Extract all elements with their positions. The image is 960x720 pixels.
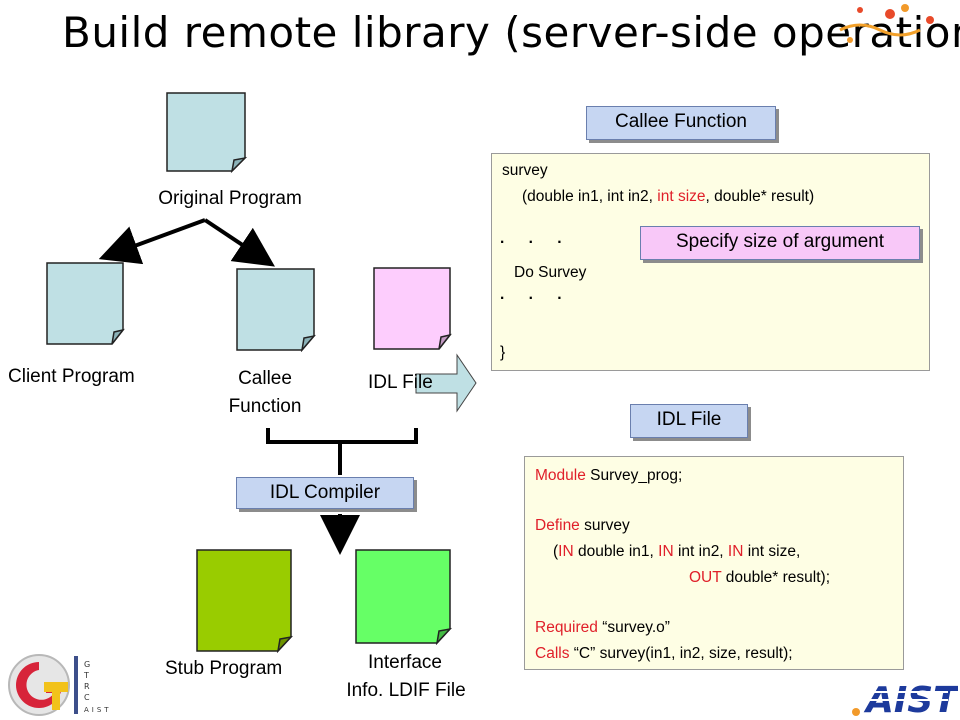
gtrc-logo-icon: G T R C AIST [8,654,112,716]
code-keyword: Module [535,467,586,484]
callee-code-box: survey (double in1, int in2, int size, d… [491,153,930,371]
code-line: Calls “C” survey(in1, in2, size, result)… [535,645,793,663]
original-program-doc-icon [166,92,248,174]
interface-ldif-doc-icon [355,549,453,645]
idl-file-heading: IDL File [630,404,748,438]
code-line: (double in1, int in2, int size, double* … [522,188,814,206]
code-text: Survey_prog; [585,467,683,484]
interface-label-line2: Info. LDIF File [346,680,466,701]
code-text: survey [579,517,630,534]
code-text: “survey.o” [597,619,670,636]
idl-file-doc-icon [373,267,452,350]
code-text: int in2, [673,543,728,560]
stub-program-label: Stub Program [165,658,283,679]
code-keyword: IN [658,543,674,560]
callee-function-heading: Callee Function [586,106,776,140]
code-line: Required “survey.o” [535,619,670,637]
specify-size-callout: Specify size of argument [640,226,920,260]
code-keyword: OUT [689,569,722,586]
idl-code-box: Module Survey_prog; Define survey (IN do… [524,456,904,670]
decorative-logo-icon [839,4,934,43]
code-line: OUT double* result); [689,569,830,587]
idl-file-label: IDL File [368,372,433,393]
code-keyword: int size [657,188,706,205]
callee-function-label-line1: Callee [238,368,292,389]
svg-text:T: T [83,671,89,680]
code-text: (double in1, int in2, [522,188,658,205]
svg-text:C: C [84,693,90,702]
svg-text:AIST: AIST [84,706,112,714]
stub-program-doc-icon [196,549,294,653]
callee-function-label-line2: Function [228,396,302,417]
code-line: Module Survey_prog; [535,467,682,485]
code-ellipsis: . . . [500,286,572,303]
code-line: (IN double in1, IN int in2, IN int size, [553,543,800,561]
code-keyword: Calls [535,645,570,662]
original-program-label: Original Program [158,188,302,209]
client-program-doc-icon [46,262,125,345]
code-keyword: Required [535,619,598,636]
code-line: } [500,344,506,361]
idl-compiler-button: IDL Compiler [236,477,414,509]
code-text: , double* result) [705,188,815,205]
code-text: “C” survey(in1, in2, size, result); [569,645,793,662]
client-program-label: Client Program [8,366,135,387]
code-keyword: IN [727,543,744,560]
callee-function-doc-icon [236,268,316,352]
code-line: Define survey [535,517,630,535]
code-keyword: Define [535,517,580,534]
code-text: int size, [743,543,801,560]
code-line: survey [502,162,548,179]
code-text: double in1, [573,543,659,560]
svg-text:R: R [84,682,90,691]
svg-text:G: G [84,660,90,669]
interface-label-line1: Interface [368,652,442,673]
code-text: ( [553,543,559,560]
code-keyword: IN [558,543,574,560]
code-text: double* result); [721,569,831,586]
code-line: Do Survey [514,264,587,281]
aist-logo-icon: AIST [852,680,958,718]
page-title: Build remote library (server-side operat… [62,8,960,57]
code-ellipsis: . . . [500,230,572,247]
